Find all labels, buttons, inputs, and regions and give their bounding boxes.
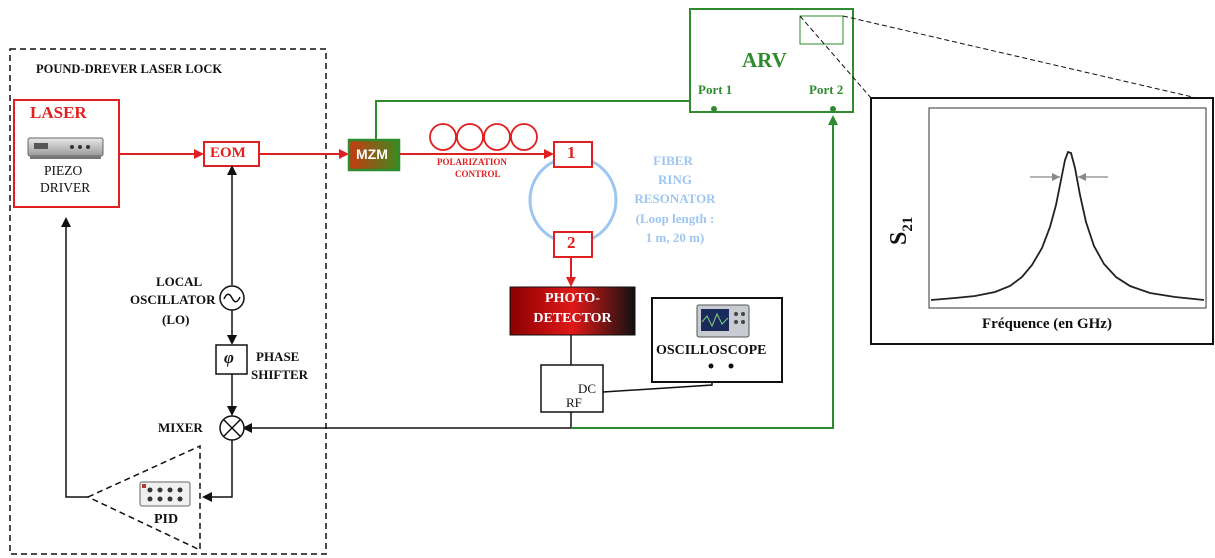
laser-piezo-label: PIEZO	[44, 163, 82, 179]
polarization-loops-icon	[430, 124, 537, 150]
oscilloscope-label: OSCILLOSCOPE	[656, 343, 766, 359]
photodetector-label-line1: PHOTO-	[510, 291, 635, 307]
polarization-label-line1: POLARIZATION	[437, 157, 507, 167]
inset-ylabel-main: S	[886, 232, 912, 245]
bias-tee-rf-label: RF	[566, 395, 582, 411]
arv-port1-label: Port 1	[698, 82, 732, 98]
oscilloscope-device-icon	[697, 305, 749, 337]
inset-ylabel-sub: 21	[900, 217, 916, 232]
zoom-line-top	[843, 16, 1197, 98]
lo-label-line1: LOCAL	[156, 274, 202, 290]
pid-to-laser-feedback	[66, 219, 88, 497]
oscilloscope-input-dot-1	[709, 364, 714, 369]
phase-symbol: φ	[224, 348, 234, 368]
phase-label-line2: SHIFTER	[251, 367, 308, 383]
inset-ylabel: S21	[886, 217, 917, 245]
fiber-ring-resonator	[530, 157, 616, 243]
pdh-title: POUND-DREVER LASER LOCK	[36, 62, 222, 77]
rf-to-mixer-wire	[244, 412, 571, 428]
mzm-to-arv-port1	[376, 101, 714, 140]
pid-label: PID	[154, 512, 178, 528]
laser-device-icon	[28, 138, 103, 159]
arv-port2-label: Port 2	[809, 82, 843, 98]
lo-label-line3: (LO)	[162, 312, 189, 328]
mixer-to-pid-wire	[204, 440, 232, 497]
resonator-label-line2: RING	[640, 172, 710, 188]
phase-label-line1: PHASE	[256, 349, 299, 365]
inset-xlabel: Fréquence (en GHz)	[982, 316, 1112, 333]
resonator-label-line4: (Loop length :	[630, 211, 720, 227]
resonator-label-line1: FIBER	[638, 153, 708, 169]
eom-label: EOM	[210, 145, 246, 162]
resonator-label-line3: RESONATOR	[630, 191, 720, 207]
resonator-label-line5: 1 m, 20 m)	[630, 230, 720, 246]
resonator-port-1-label: 1	[567, 143, 576, 163]
pid-device-icon	[140, 482, 190, 506]
laser-title: LASER	[30, 103, 87, 123]
inset-box	[871, 98, 1213, 344]
photodetector-label-line2: DETECTOR	[510, 311, 635, 327]
resonator-port-2-label: 2	[567, 233, 576, 253]
mzm-label: MZM	[356, 146, 388, 162]
arv-title: ARV	[742, 48, 787, 73]
lo-label-line2: OSCILLATOR	[130, 292, 216, 308]
mixer-label: MIXER	[158, 420, 203, 436]
polarization-label-line2: CONTROL	[455, 169, 501, 179]
laser-driver-label: DRIVER	[40, 180, 90, 196]
oscilloscope-input-dot-2	[729, 364, 734, 369]
